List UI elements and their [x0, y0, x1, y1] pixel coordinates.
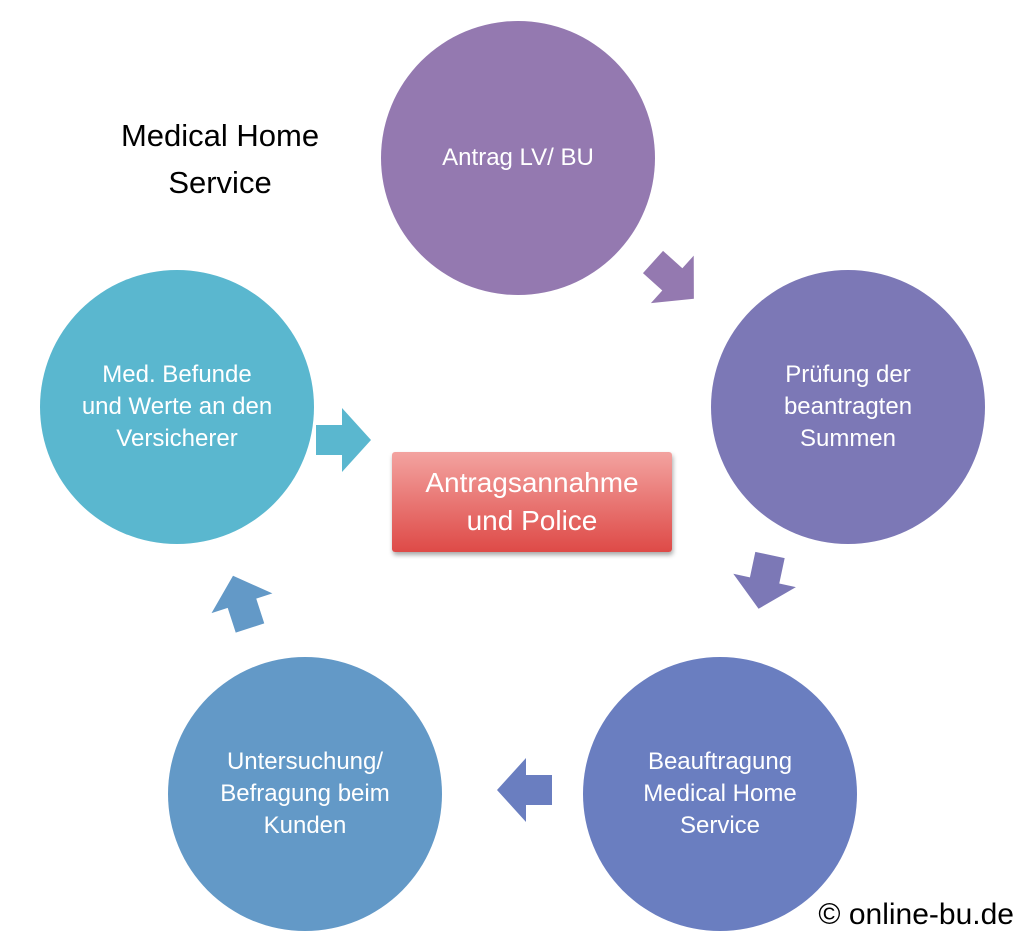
node-untersuchung: Untersuchung/ Befragung beim Kunden	[168, 657, 442, 931]
arrow-pruefung-to-beauftragung	[733, 551, 796, 609]
node-befunde: Med. Befunde und Werte an den Versichere…	[40, 270, 314, 544]
node-antrag: Antrag LV/ BU	[381, 21, 655, 295]
arrow-befunde-to-center	[316, 408, 371, 472]
copyright-credit: © online-bu.de	[818, 898, 1014, 931]
diagram-title: Medical Home Service	[120, 118, 320, 200]
arrow-untersuchung-to-befunde	[211, 575, 273, 633]
arrow-beauftragung-to-untersuchung	[497, 758, 552, 822]
arrow-antrag-to-pruefung	[642, 250, 694, 304]
center-box-label: Antragsannahme und Police	[425, 467, 639, 536]
center-box-antragsannahme: Antragsannahme und Police	[392, 452, 672, 552]
node-pruefung: Prüfung der beantragten Summen	[711, 270, 985, 544]
node-beauftragung: Beauftragung Medical Home Service	[583, 657, 857, 931]
